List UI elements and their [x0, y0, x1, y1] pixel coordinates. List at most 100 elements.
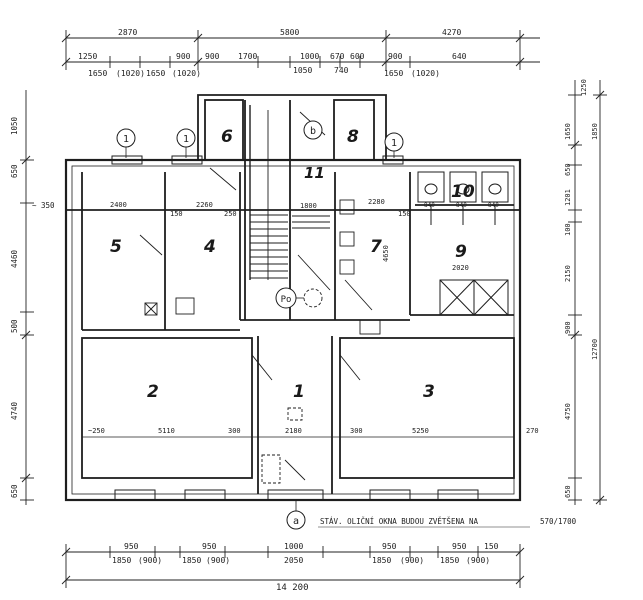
dim-d9: 2020 — [452, 264, 469, 272]
dim-d14: 300 — [350, 427, 363, 435]
dim-b2: 1850 — [112, 556, 131, 565]
dim-s4: 1700 — [238, 52, 257, 61]
bottom-dimension-labels: 950 1850 (900) 950 1850 (900) 1000 2050 … — [112, 542, 499, 593]
room-2-label: 2 — [147, 382, 159, 402]
circle-markers — [116, 120, 404, 530]
room-8-label: 8 — [347, 127, 359, 147]
dim-l3: 4460 — [10, 249, 19, 268]
windows — [111, 155, 479, 501]
dim-b4: 950 — [202, 542, 217, 551]
door-swings — [139, 111, 381, 484]
dim-r5: 1201 — [564, 189, 572, 206]
dim-b16: 14 200 — [276, 583, 309, 593]
dim-r1: 1250 — [580, 79, 588, 96]
dim-b15: 150 — [484, 542, 499, 551]
marker-1c: 1 — [391, 138, 397, 149]
dim-b1: 950 — [124, 542, 139, 551]
marker-b-circle — [303, 120, 323, 140]
staircase — [249, 105, 330, 280]
dim-s3: 900 — [205, 52, 220, 61]
dim-d13: 2180 — [285, 427, 302, 435]
dim-b10: 1850 — [372, 556, 391, 565]
dim-d5: 1800 — [300, 202, 317, 210]
dim-r2: 1650 — [564, 123, 572, 140]
inner-dim-lines — [82, 209, 514, 438]
dim-d1: 2400 — [110, 201, 127, 209]
dim-u6: 740 — [334, 66, 349, 75]
dim-d16: 270 — [526, 427, 539, 435]
room-3-label: 3 — [423, 382, 435, 402]
room-numbers: 1 2 3 4 5 6 7 8 9 10 11 — [110, 127, 475, 402]
marker-a: a — [293, 516, 299, 527]
dim-d3: 150 — [170, 210, 183, 218]
dim-r8: 900 — [564, 321, 572, 334]
left-dimension-chain — [20, 90, 34, 505]
window-enlargement-note: STÁV. OLIČNÍ OKNA BUDOU ZVĚTŠENA NA 570/… — [318, 517, 577, 528]
marker-po: Po — [281, 295, 292, 305]
dim-d11: 5110 — [158, 427, 175, 435]
dim-d8: 4650 — [382, 245, 390, 262]
dim-b14: (900) — [466, 556, 490, 565]
note-size: 570/1700 — [540, 517, 577, 526]
dim-l1: 1050 — [10, 116, 19, 135]
room-11-label: 11 — [304, 164, 325, 182]
room-1-label: 1 — [293, 382, 305, 402]
dim-s7: 600 — [350, 52, 365, 61]
dim-w1: 840 — [424, 202, 435, 209]
dim-d2: 2260 — [196, 201, 213, 209]
dim-u2: (1020) — [116, 69, 145, 78]
room-9-cabinets — [439, 279, 509, 316]
dim-u7: 1650 — [384, 69, 403, 78]
room-5-label: 5 — [110, 237, 122, 257]
dim-s2: 900 — [176, 52, 191, 61]
dim-s6: 670 — [330, 52, 345, 61]
dim-l5: 4740 — [10, 401, 19, 420]
dim-b5: 1850 — [182, 556, 201, 565]
dim-s1: 1250 — [78, 52, 97, 61]
dim-d4: 250 — [224, 210, 237, 218]
dim-d10: ~250 — [88, 427, 105, 435]
room-10-label: 10 — [451, 182, 475, 202]
dim-b6: (900) — [206, 556, 230, 565]
dim-b7: 1000 — [284, 542, 303, 551]
bottom-dimension-chain — [61, 544, 525, 588]
internal-walls — [66, 172, 520, 494]
dim-s8: 900 — [388, 52, 403, 61]
dim-l2: 650 — [10, 164, 19, 178]
dim-d12: 300 — [228, 427, 241, 435]
marker-1b: 1 — [183, 134, 189, 145]
dim-r4: 650 — [564, 163, 572, 176]
dim-l7: ~ 350 — [32, 201, 55, 210]
marker-b: b — [310, 126, 316, 137]
top-dimension-labels: 2870 5800 4270 1250 900 900 1700 1000 67… — [78, 28, 467, 78]
top-dimension-chain — [61, 30, 540, 70]
dim-b3: (900) — [138, 556, 162, 565]
note-text: STÁV. OLIČNÍ OKNA BUDOU ZVĚTŠENA NA — [320, 517, 479, 526]
room-9-label: 9 — [455, 242, 467, 262]
dim-d15: 5250 — [412, 427, 429, 435]
dim-r9: 4750 — [564, 403, 572, 420]
marker-leaders — [125, 147, 395, 511]
dim-t1: 2870 — [118, 28, 137, 37]
right-dimension-chain — [568, 80, 607, 505]
dim-r10: 12700 — [591, 339, 599, 360]
dim-u1: 1650 — [88, 69, 107, 78]
dim-d6: 2280 — [368, 198, 385, 206]
wc-fixtures — [417, 171, 509, 225]
right-dimension-labels: 1250 1650 1850 650 1201 100 2150 900 475… — [564, 79, 599, 498]
dim-w3: 840 — [488, 202, 499, 209]
dim-r7: 2150 — [564, 265, 572, 282]
dim-s5: 1000 — [300, 52, 319, 61]
dim-r3: 1850 — [591, 123, 599, 140]
dim-l6: 650 — [10, 484, 19, 498]
room-7-label: 7 — [370, 237, 382, 257]
dim-u8: (1020) — [411, 69, 440, 78]
left-dimension-labels: 1050 650 4460 500 4740 650 ~ 350 — [10, 116, 55, 498]
dim-b8: 2050 — [284, 556, 303, 565]
dim-b12: 950 — [452, 542, 467, 551]
dim-r6: 100 — [564, 223, 572, 236]
room-4-label: 4 — [203, 237, 216, 257]
dim-w2: 840 — [456, 202, 467, 209]
dim-r11: 650 — [564, 485, 572, 498]
